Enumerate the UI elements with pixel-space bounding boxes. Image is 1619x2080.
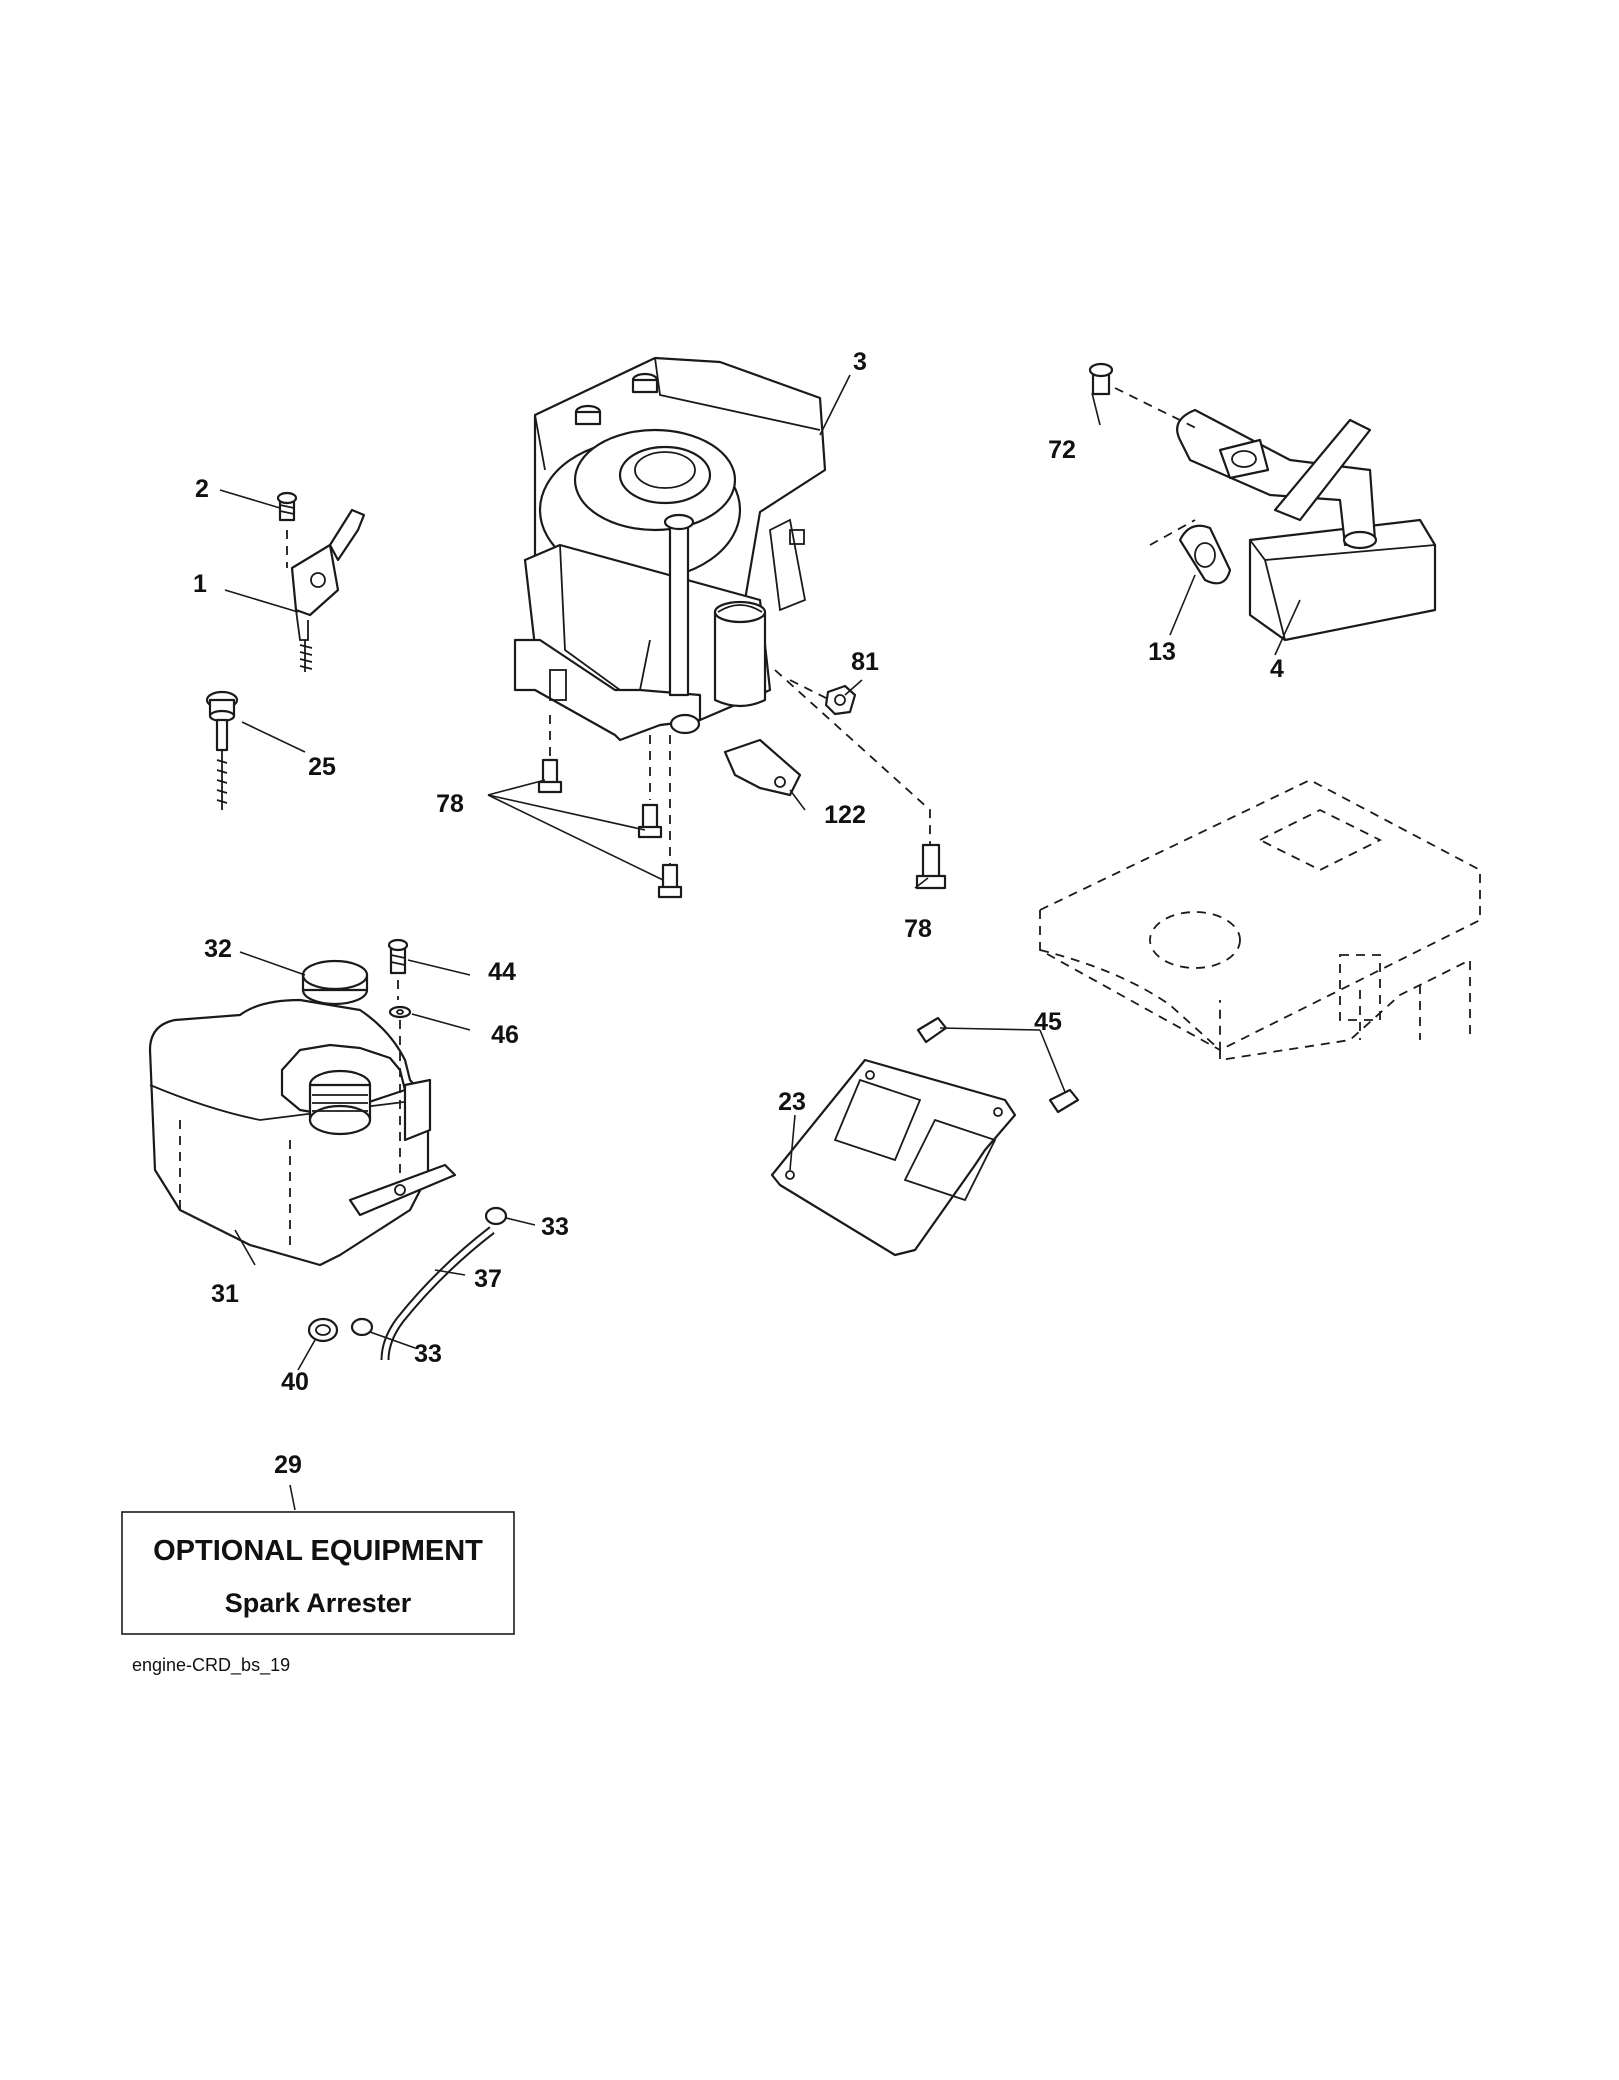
callout-78-right: 78 — [904, 915, 932, 943]
optional-equipment-box: OPTIONAL EQUIPMENT Spark Arrester — [121, 1511, 515, 1635]
muffler — [1176, 408, 1437, 642]
callout-46: 46 — [491, 1021, 519, 1049]
callout-44: 44 — [488, 958, 516, 986]
callout-31: 31 — [211, 1280, 239, 1308]
tank-screw — [387, 938, 409, 1000]
callout-1: 1 — [193, 570, 207, 598]
leader-lines — [219, 374, 1301, 1511]
callout-32: 32 — [204, 935, 232, 963]
callout-13: 13 — [1148, 638, 1176, 666]
callout-81: 81 — [851, 648, 879, 676]
callout-3: 3 — [853, 348, 867, 376]
callout-78-left: 78 — [436, 790, 464, 818]
optional-equipment-subtitle: Spark Arrester — [225, 1588, 412, 1618]
callout-4: 4 — [1270, 655, 1284, 683]
muffler-screw — [1088, 362, 1201, 431]
callout-122: 122 — [824, 801, 866, 829]
callout-33-lower: 33 — [414, 1340, 442, 1368]
heat-shield — [770, 1058, 1017, 1257]
optional-equipment-title: OPTIONAL EQUIPMENT — [153, 1535, 483, 1567]
tank-washer — [388, 1005, 412, 1180]
heat-shield-screw — [916, 1016, 1080, 1114]
throttle-control — [286, 508, 366, 672]
throttle-screw — [276, 491, 298, 522]
grommet — [307, 1317, 339, 1343]
callout-45: 45 — [1034, 1008, 1062, 1036]
engine-mount-bolt — [537, 758, 947, 899]
callout-37: 37 — [474, 1265, 502, 1293]
fuel-cap — [301, 959, 369, 1006]
callout-40: 40 — [281, 1368, 309, 1396]
diagram-caption: engine-CRD_bs_19 — [132, 1655, 290, 1676]
callout-23: 23 — [778, 1088, 806, 1116]
callout-25: 25 — [308, 753, 336, 781]
hose-clamp — [350, 1206, 508, 1337]
fuel-line — [380, 1226, 495, 1361]
frame-plate — [1039, 778, 1481, 1062]
callout-29: 29 — [274, 1451, 302, 1479]
choke-knob — [205, 690, 239, 810]
callout-72: 72 — [1048, 436, 1076, 464]
fuel-tank — [148, 998, 457, 1267]
callout-2: 2 — [195, 475, 209, 503]
engine — [513, 356, 931, 870]
dipstick-bracket — [723, 738, 802, 797]
callouts: 1 2 3 4 13 23 25 29 31 32 33 33 37 40 44… — [193, 348, 1284, 1479]
exhaust-gasket — [1149, 519, 1232, 585]
callout-33-upper: 33 — [541, 1213, 569, 1241]
